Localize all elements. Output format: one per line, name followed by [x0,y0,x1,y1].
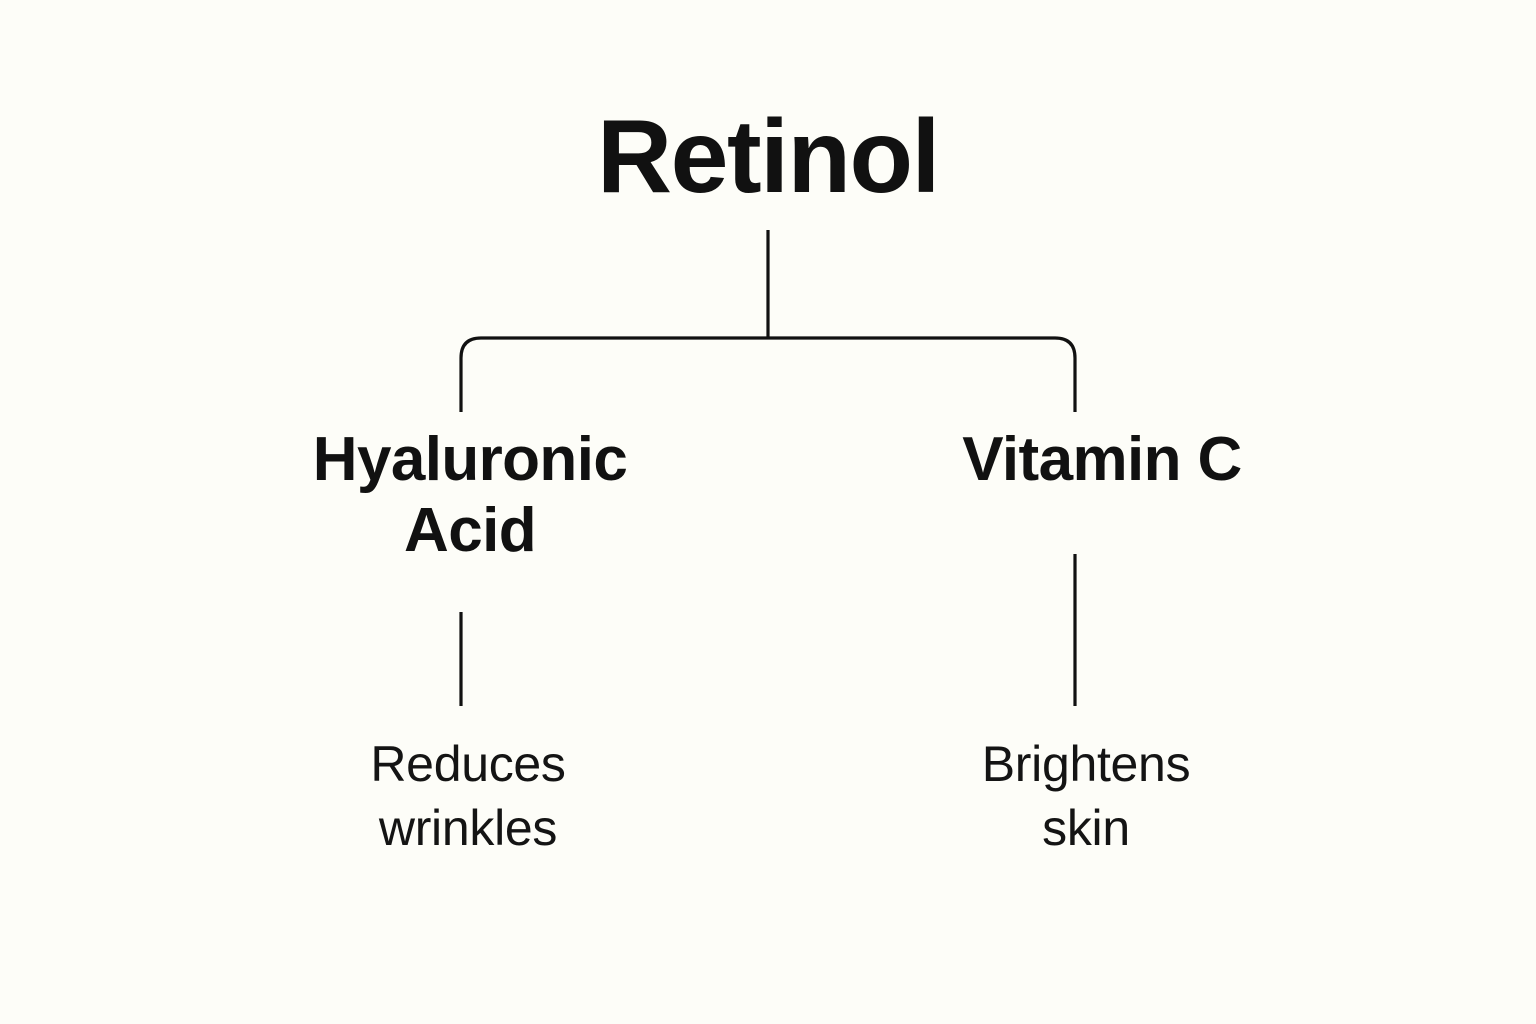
leaf-node-brightens-skin: Brightens skin [981,736,1191,856]
split-bar-connector [459,336,1077,412]
root-node-retinol: Retinol [597,99,940,215]
branch-node-vitamin-c: Vitamin C [962,425,1242,494]
leaf-node-reduces-wrinkles: Reduces wrinkles [370,736,566,856]
branch-node-hyaluronic-acid: Hyaluronic Acid [312,425,628,566]
